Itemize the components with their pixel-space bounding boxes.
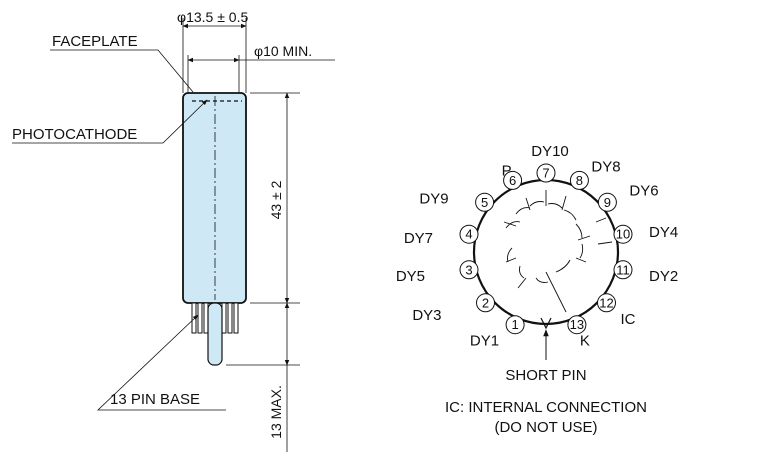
min-diameter-dim: φ10 MIN.: [254, 43, 312, 59]
pin-5: 5 DY9: [419, 190, 495, 212]
pin-circle: [503, 170, 523, 190]
pin-circle: [597, 293, 616, 313]
pin-number: 12: [599, 295, 613, 310]
pin-label: DY1: [470, 333, 499, 350]
pin-number: 9: [604, 195, 611, 210]
pin-number: 13: [570, 317, 584, 332]
pin-number: 1: [511, 317, 518, 332]
pin-10: 10 DY4: [613, 224, 678, 244]
tube-body: [182, 92, 247, 304]
pin-number: 5: [481, 195, 488, 210]
pin-label: DY6: [629, 182, 658, 199]
side-view: [12, 18, 335, 452]
pin-number: 3: [465, 262, 472, 277]
pin-label: IC: [621, 311, 636, 328]
pin-label: P: [502, 162, 512, 179]
pin-label: DY8: [591, 158, 620, 175]
pin-circle: [569, 170, 589, 190]
base-pins: [191, 302, 239, 366]
pin-9: 9 DY6: [597, 182, 659, 212]
pin-circle: [476, 293, 495, 313]
pin-13: 13K: [567, 315, 590, 350]
pin-label: DY9: [419, 190, 448, 207]
pin-label: DY7: [404, 230, 433, 247]
pin-label: DY3: [412, 307, 441, 324]
short-pin-label: SHORT PIN: [505, 367, 586, 384]
pin-circle: [597, 192, 617, 212]
photocathode-label: PHOTOCATHODE: [12, 126, 137, 143]
pin-number: 7: [542, 166, 549, 181]
pin-circle: [613, 260, 633, 280]
pin-circle: [536, 163, 556, 183]
pin-number: 10: [616, 227, 630, 242]
pin-6: 6P: [502, 162, 523, 190]
short-pin-mark: [540, 317, 552, 330]
pin-8: 8 DY8: [569, 158, 621, 190]
pin-circle: [459, 260, 479, 280]
pin-circle: [505, 315, 525, 335]
exhaust-tip: [207, 302, 223, 366]
photocathode-leader: [12, 99, 208, 144]
faceplate-leader: [50, 49, 194, 93]
pin-number: 2: [482, 295, 489, 310]
dynode-structure: [503, 190, 613, 313]
ic-note-line1: IC: INTERNAL CONNECTION: [445, 399, 647, 416]
pin-label: K: [580, 333, 590, 350]
pin-label: DY4: [649, 224, 678, 241]
pin-number: 8: [576, 173, 583, 188]
pin-4: 4 DY7: [404, 224, 479, 247]
ic-note-line2: (DO NOT USE): [494, 419, 597, 436]
base-leader: [96, 314, 226, 411]
pin-circle: [475, 192, 495, 212]
pin-length-dim: 13 MAX.: [268, 385, 284, 439]
pin-label: DY10: [531, 143, 569, 160]
pin-11: 11 DY2: [613, 260, 678, 285]
pin-number: 6: [509, 173, 516, 188]
pin-7: 7 DY10: [531, 143, 569, 183]
pin-label: DY5: [396, 268, 425, 285]
pin-circle: [613, 224, 633, 244]
pin-label: DY2: [649, 268, 678, 285]
faceplate-diameter-dim: φ13.5 ± 0.5: [177, 9, 248, 25]
length-dim: 43 ± 2: [268, 180, 284, 219]
pin-number: 4: [465, 227, 472, 242]
base-label: 13 PIN BASE: [110, 391, 200, 408]
pin-3: 3 DY5: [396, 260, 479, 285]
pin-number: 11: [616, 262, 630, 277]
pin-circle: [567, 315, 587, 335]
pin-circle: [459, 224, 479, 244]
faceplate-label: FACEPLATE: [52, 33, 138, 50]
